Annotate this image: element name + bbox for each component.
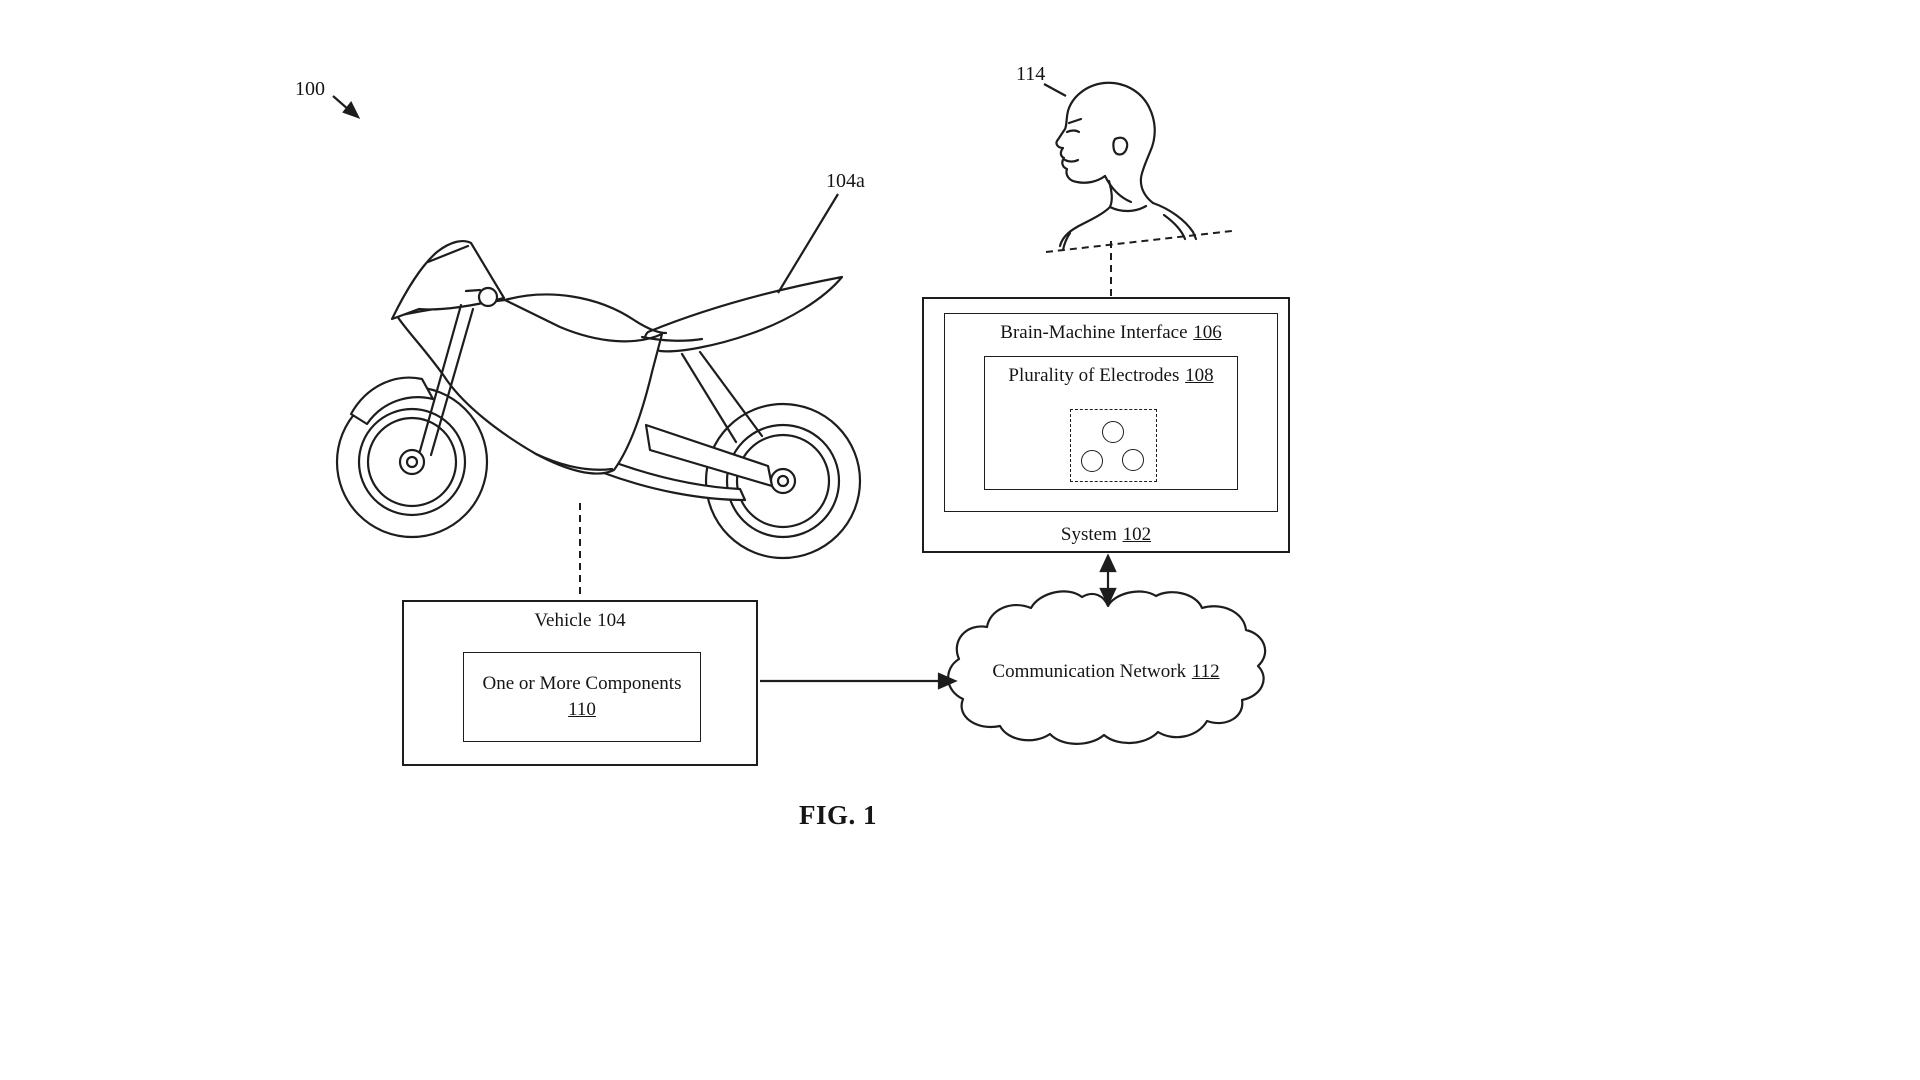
- electrode-circle-icon: [1081, 450, 1103, 472]
- components-label-ref: 110: [568, 699, 596, 720]
- system-label-ref: 102: [1122, 524, 1152, 545]
- network-label-ref: 112: [1191, 661, 1220, 682]
- vehicle-label-ref: 104: [597, 610, 626, 631]
- motorcycle-drawing: [335, 240, 862, 560]
- dashed-connectors: [579, 230, 1233, 599]
- components-label-text: One or More Components: [482, 673, 682, 695]
- components-label: One or More Components 110: [463, 652, 701, 742]
- ref-100-label: 100: [295, 78, 325, 100]
- brain-machine-interface-box: [944, 313, 1278, 512]
- figure-caption: FIG. 1: [798, 800, 877, 830]
- ref-104a-leader-line: [777, 193, 839, 294]
- ref-114-label: 114: [1016, 63, 1046, 85]
- electrode-circle-icon: [1122, 449, 1144, 471]
- components-box: [463, 652, 701, 742]
- ref-114-leader-line: [1043, 83, 1067, 97]
- system-arrowhead-up: [1099, 553, 1117, 573]
- electrodes-label-text: Plurality of Electrodes: [1008, 365, 1180, 386]
- system-label-text: System: [1060, 524, 1117, 545]
- system-arrowhead-down: [1099, 587, 1117, 607]
- person-drawing: [1055, 81, 1198, 252]
- ref-100-arrowhead: [342, 100, 361, 119]
- vehicle-label-text: Vehicle: [534, 610, 592, 631]
- network-label-text: Communication Network: [992, 661, 1187, 682]
- ref-104a-label: 104a: [826, 170, 865, 192]
- bmi-label-text: Brain-Machine Interface: [1000, 322, 1188, 343]
- electrode-cluster-box: [1070, 409, 1157, 482]
- communication-network-cloud: [947, 590, 1267, 745]
- electrode-circle-icon: [1102, 421, 1124, 443]
- electrodes-box: [984, 356, 1238, 490]
- arrows: [332, 83, 1117, 690]
- vehicle-box: [402, 600, 758, 766]
- bmi-label-ref: 106: [1193, 322, 1222, 343]
- vehicle-to-network-arrowhead: [937, 672, 958, 690]
- system-box: [922, 297, 1290, 553]
- bust-cut-dashed-line: [1045, 230, 1233, 253]
- electrodes-label-ref: 108: [1185, 365, 1214, 386]
